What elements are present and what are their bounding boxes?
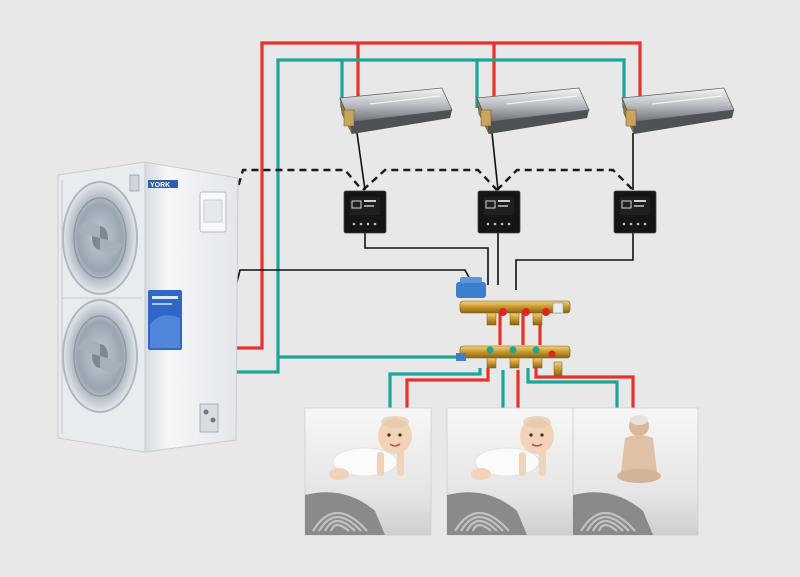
baby-figure (471, 416, 554, 480)
floor-zone-photo (572, 407, 699, 536)
thermostat-panel (343, 190, 387, 234)
floor-heating-manifold (456, 277, 571, 377)
control-wires (230, 168, 634, 209)
pipe-ports (199, 403, 219, 433)
brand-logo (148, 180, 178, 188)
outdoor-unit: YORK (57, 161, 239, 453)
thermostat-panel (613, 190, 657, 234)
fan-icon (62, 181, 138, 295)
actuator (456, 282, 486, 298)
brand-logo-text: YORK (150, 182, 170, 189)
baby-figure (329, 416, 412, 480)
air-vent (552, 302, 564, 314)
seated-person-figure (617, 415, 661, 483)
floor-zone-photo (304, 407, 432, 536)
thermostat-panel (477, 190, 521, 234)
duct-unit (339, 87, 453, 135)
return-pipes (236, 58, 626, 408)
signal-wires (235, 132, 634, 290)
thermostats (343, 190, 657, 234)
fan-icon (62, 299, 138, 413)
duct-unit (621, 87, 735, 135)
duct-unit (476, 87, 590, 135)
floor-zone-photo (446, 407, 574, 536)
floor-zones (304, 407, 699, 536)
label-plate (129, 174, 140, 192)
indoor-units (339, 87, 735, 135)
valve-caps (486, 308, 556, 358)
